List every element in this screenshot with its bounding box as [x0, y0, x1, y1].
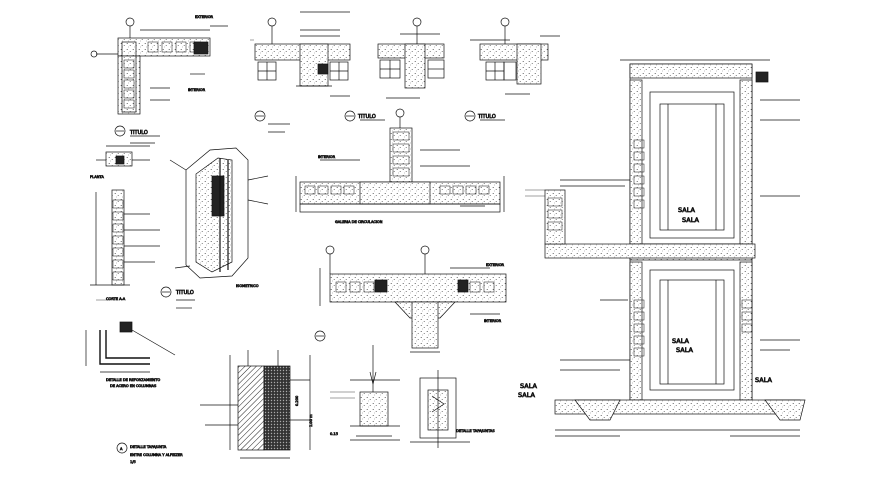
planta-label: PLANTA — [90, 175, 104, 179]
exterior-label-1: EXTERIOR — [195, 15, 214, 19]
interior-label-3: INTERIOR — [484, 319, 502, 323]
callout-a-letter: A — [120, 447, 123, 451]
detail-planta — [96, 145, 150, 167]
detail-corte-a-a — [90, 189, 160, 286]
detail-wall-section-a — [254, 11, 351, 97]
titulo-block-5 — [160, 286, 326, 342]
detail-corner-column — [90, 17, 228, 115]
detail-tapajunta-a — [200, 350, 311, 459]
galeria-label: GALERIA DE CIRCULACION — [335, 220, 383, 224]
detail-post-2 — [410, 370, 470, 448]
dimension-1: 0.200 — [295, 395, 299, 406]
titulo-block-2 — [344, 110, 385, 122]
refuerzo-title-2: DE ACERO EN COLUMNAS — [110, 384, 157, 388]
sala-label-6: SALA — [518, 391, 535, 399]
detail-building-section — [544, 59, 806, 437]
sala-label-3: SALA — [672, 337, 689, 345]
detail-galeria-section — [295, 108, 505, 213]
titulo-block-3 — [464, 110, 505, 122]
interior-label-1: INTERIOR — [188, 88, 206, 92]
callout-a-symbol — [116, 442, 128, 454]
exterior-label-2: EXTERIOR — [486, 263, 505, 267]
tapajunta-a-subtitle: ENTRE COLUMNA Y ALFEIZER — [130, 453, 183, 457]
sala-label-5: SALA — [520, 382, 537, 390]
annotation-ticks — [96, 39, 545, 399]
sala-label-2: SALA — [682, 216, 699, 224]
tapajunta-a-title: DETALLE TAPAJUNTA — [130, 445, 167, 449]
scale-label: 1/5 — [130, 460, 136, 464]
titulo-label-4: TITULO — [175, 290, 194, 296]
titulo-label-3: TITULO — [477, 114, 496, 120]
detail-refuerzo-columnas — [85, 321, 176, 373]
detail-wall-section-b — [377, 17, 445, 99]
titulo-label-2: TITULO — [357, 114, 376, 120]
titulo-block-1 — [114, 125, 160, 144]
small-dimension: 0.15 — [330, 432, 338, 436]
corte-label: CORTE A-A — [106, 297, 126, 301]
detail-isometric-column — [169, 147, 269, 279]
sala-label-4: SALA — [676, 346, 693, 354]
detail-post-1 — [350, 345, 400, 441]
detail-wall-section-c — [470, 17, 560, 95]
refuerzo-title-1: DETALLE DE REFORZAMIENTO — [106, 378, 160, 382]
isometrico-label: ISOMETRICO — [236, 284, 259, 288]
titulo-block-4 — [254, 110, 290, 133]
detail-t-junction — [319, 245, 507, 353]
interior-label-2: INTERIOR — [318, 155, 336, 159]
dimension-2: 1.00 m — [309, 414, 313, 427]
titulo-label-1: TITULO — [129, 130, 148, 136]
sala-label-7: SALA — [755, 376, 772, 384]
tapajuntas-b-title: DETALLE TAPAJUNTAS — [456, 429, 495, 433]
sala-label-1: SALA — [678, 206, 695, 214]
